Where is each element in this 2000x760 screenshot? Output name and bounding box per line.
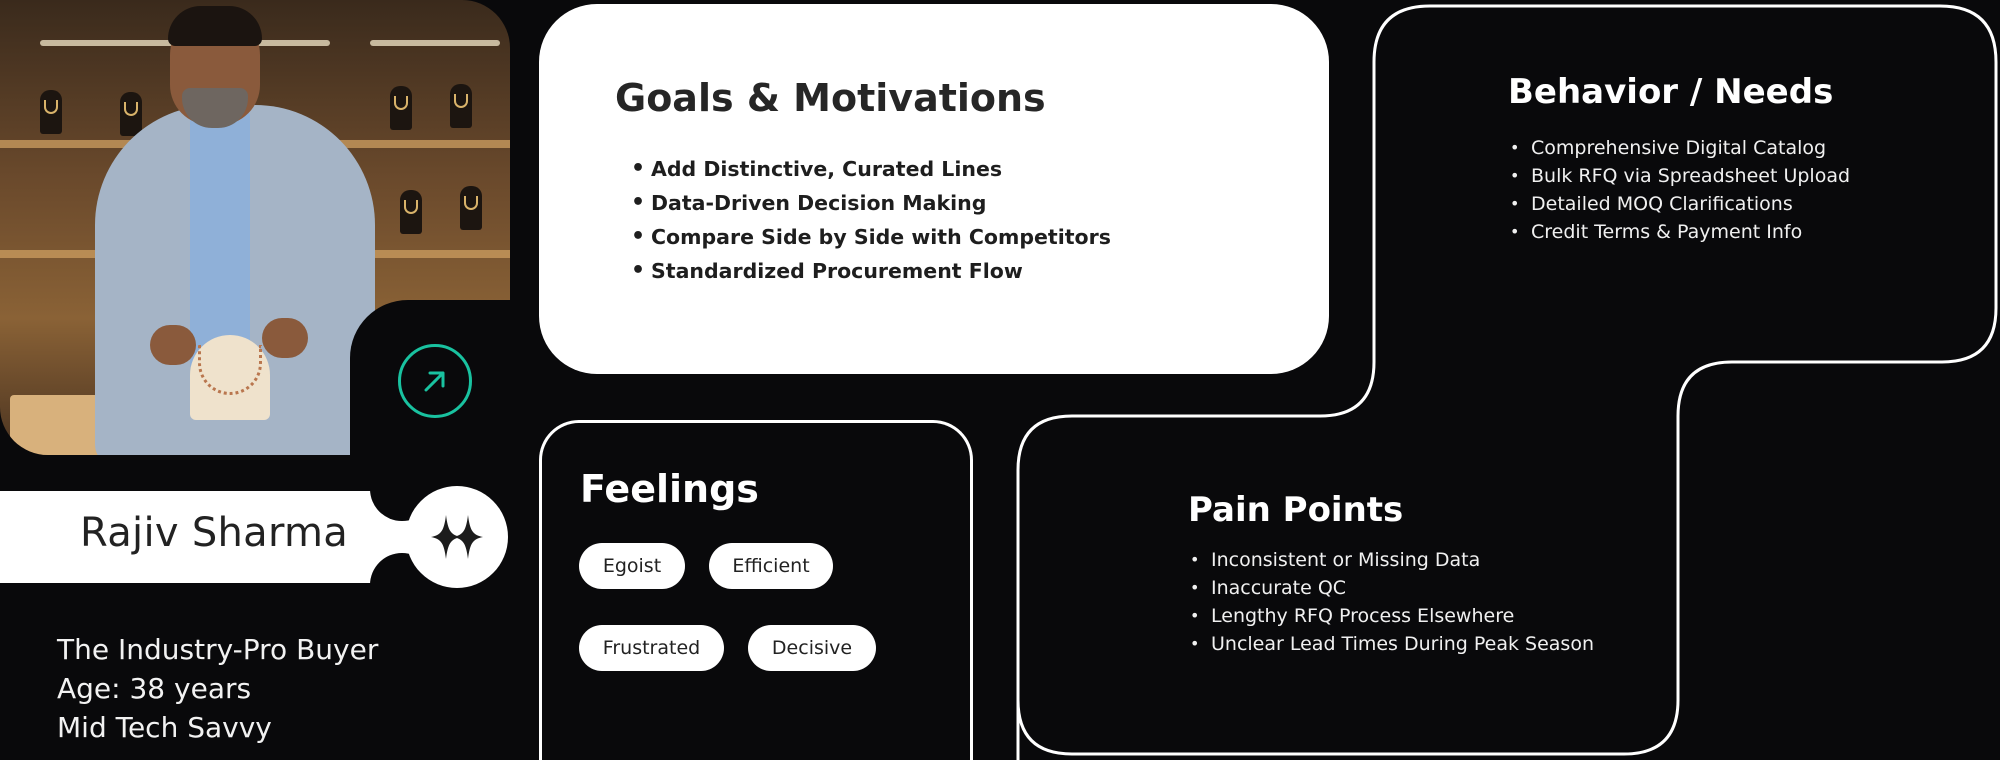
behavior-item: Bulk RFQ via Spreadsheet Upload (1510, 162, 1850, 190)
person-hand (150, 325, 196, 365)
necklace-display (404, 200, 418, 214)
behavior-item: Credit Terms & Payment Info (1510, 218, 1850, 246)
feeling-chip: Egoist (579, 543, 685, 589)
pain-point-item: Unclear Lead Times During Peak Season (1190, 630, 1594, 658)
necklace-display (454, 94, 468, 108)
persona-tech-level: Mid Tech Savvy (57, 711, 272, 744)
necklace-display (394, 96, 408, 110)
goals-card: Goals & Motivations Add Distinctive, Cur… (539, 4, 1329, 374)
pain-points-title: Pain Points (1188, 490, 1404, 530)
pain-point-item: Inconsistent or Missing Data (1190, 546, 1594, 574)
feeling-chip: Decisive (748, 625, 876, 671)
sparkle-icon (431, 515, 483, 559)
open-link-button[interactable] (398, 344, 472, 418)
behavior-item: Detailed MOQ Clarifications (1510, 190, 1850, 218)
feelings-card: Feelings Egoist Efficient Frustrated Dec… (539, 420, 973, 760)
goals-item: Data-Driven Decision Making (631, 186, 1111, 220)
feeling-chip: Efficient (709, 543, 833, 589)
person-hair (168, 6, 262, 46)
persona-photo (0, 0, 510, 455)
goals-title: Goals & Motivations (615, 76, 1046, 120)
goals-item: Add Distinctive, Curated Lines (631, 152, 1111, 186)
behavior-title: Behavior / Needs (1508, 72, 1834, 112)
pain-point-item: Inaccurate QC (1190, 574, 1594, 602)
pain-point-item: Lengthy RFQ Process Elsewhere (1190, 602, 1594, 630)
goals-list: Add Distinctive, Curated Lines Data-Driv… (631, 152, 1111, 288)
feeling-chip: Frustrated (579, 625, 724, 671)
necklace-display (44, 100, 58, 114)
shelf-light (370, 40, 500, 46)
feelings-title: Feelings (580, 467, 759, 511)
person-shirt (190, 110, 250, 370)
goals-item: Standardized Procurement Flow (631, 254, 1111, 288)
goals-item: Compare Side by Side with Competitors (631, 220, 1111, 254)
name-pill (0, 491, 430, 583)
pain-points-list: Inconsistent or Missing Data Inaccurate … (1190, 546, 1594, 658)
arrow-up-right-icon (424, 371, 445, 392)
necklace-display (464, 196, 478, 210)
necklace-display (124, 102, 138, 116)
persona-age: Age: 38 years (57, 672, 252, 705)
necklace (198, 345, 262, 395)
person-hand (262, 318, 308, 358)
behavior-list: Comprehensive Digital Catalog Bulk RFQ v… (1510, 134, 1850, 246)
sparkle-badge (406, 486, 508, 588)
persona-name: Rajiv Sharma (80, 510, 349, 556)
behavior-item: Comprehensive Digital Catalog (1510, 134, 1850, 162)
outline-path (1016, 4, 1998, 760)
persona-role: The Industry-Pro Buyer (57, 633, 379, 666)
